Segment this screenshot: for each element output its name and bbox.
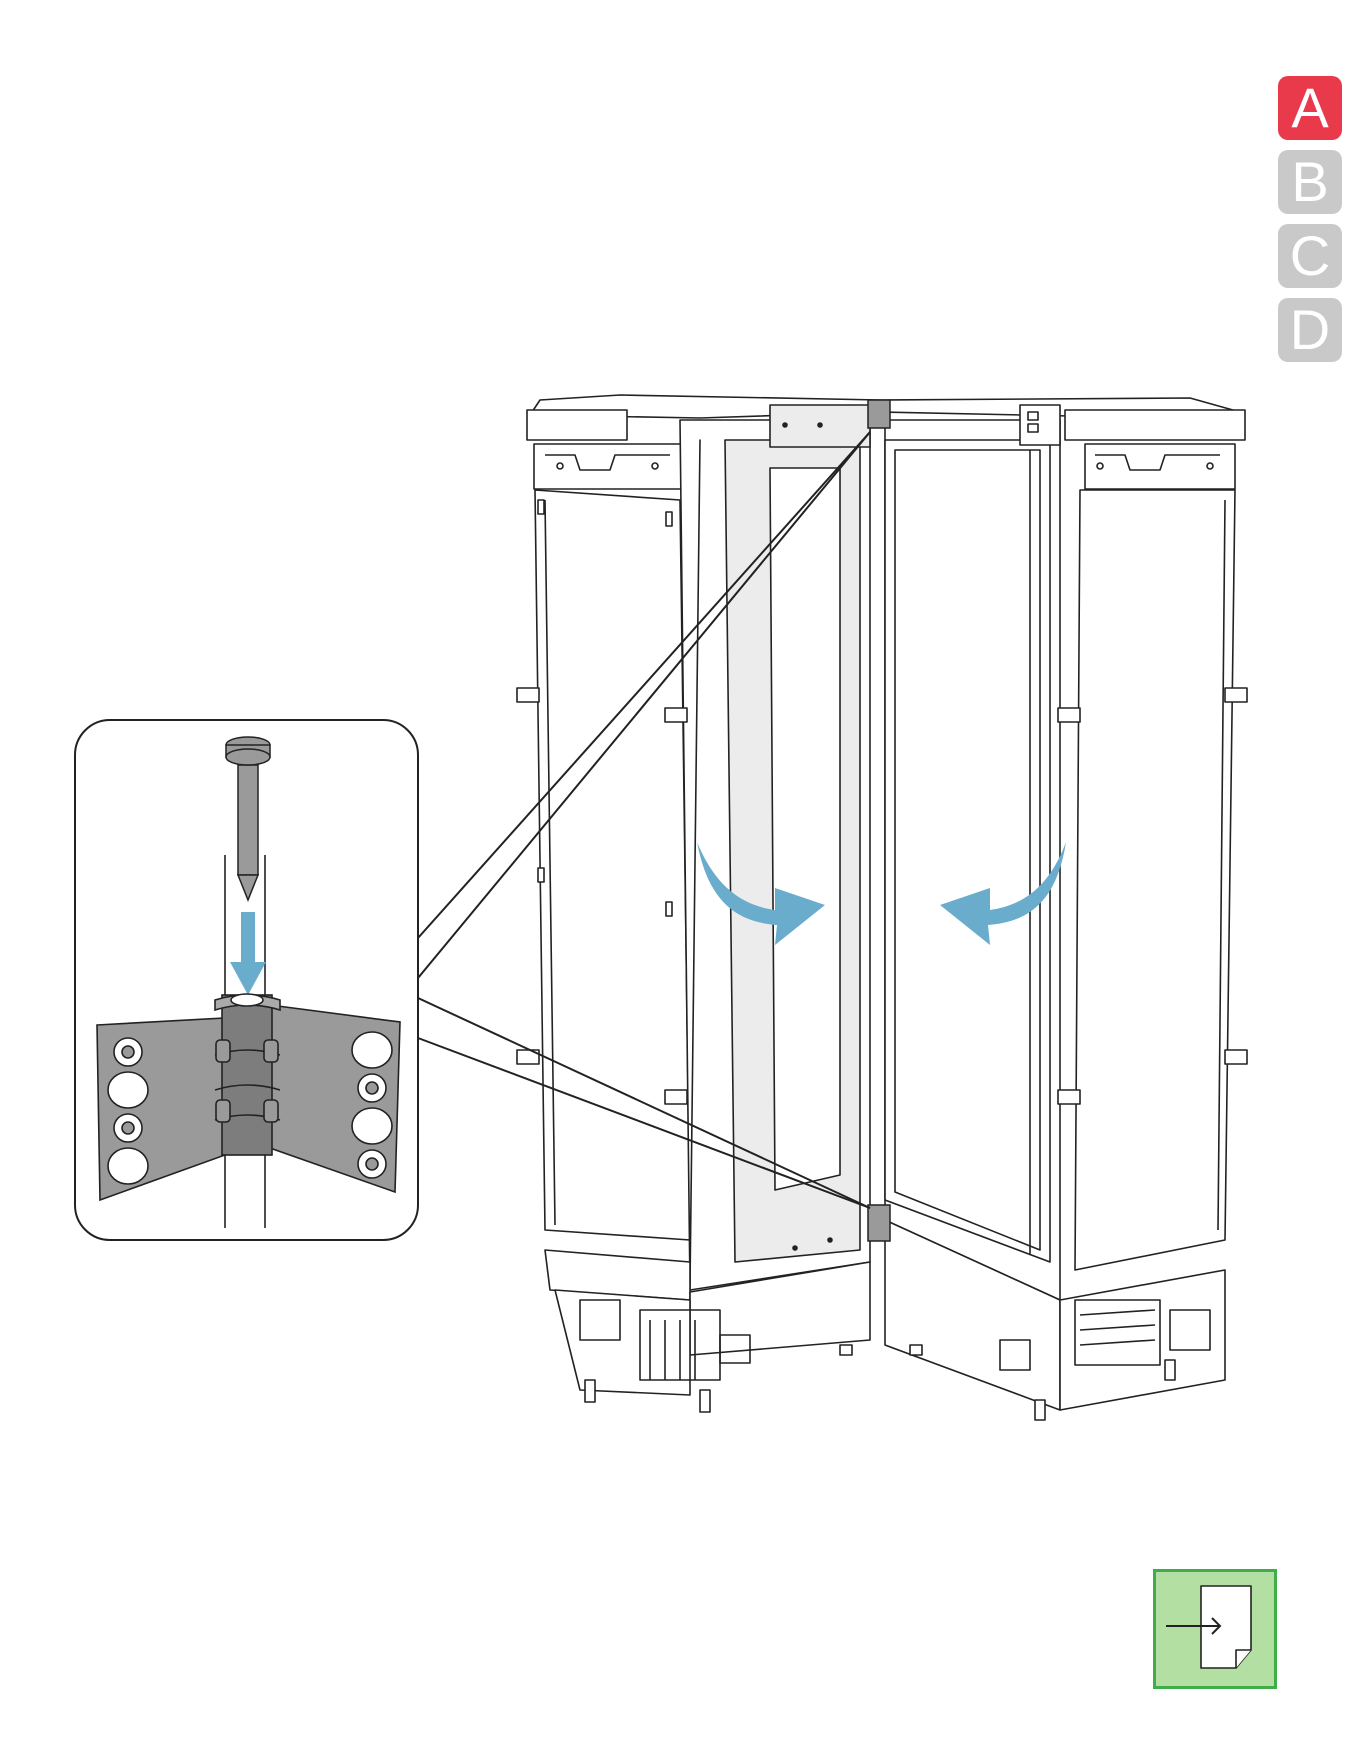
hinge-detail-callout	[75, 720, 418, 1240]
step-tabs: A B C D	[1278, 76, 1342, 362]
next-page-button[interactable]	[1153, 1569, 1277, 1689]
step-tab-d[interactable]: D	[1278, 298, 1342, 362]
step-tab-a[interactable]: A	[1278, 76, 1342, 140]
right-cabinet	[880, 398, 1247, 1420]
left-cabinet	[517, 395, 880, 1412]
step-tab-b[interactable]: B	[1278, 150, 1342, 214]
page-arrow-right-icon	[1156, 1572, 1274, 1686]
step-tab-c[interactable]: C	[1278, 224, 1342, 288]
